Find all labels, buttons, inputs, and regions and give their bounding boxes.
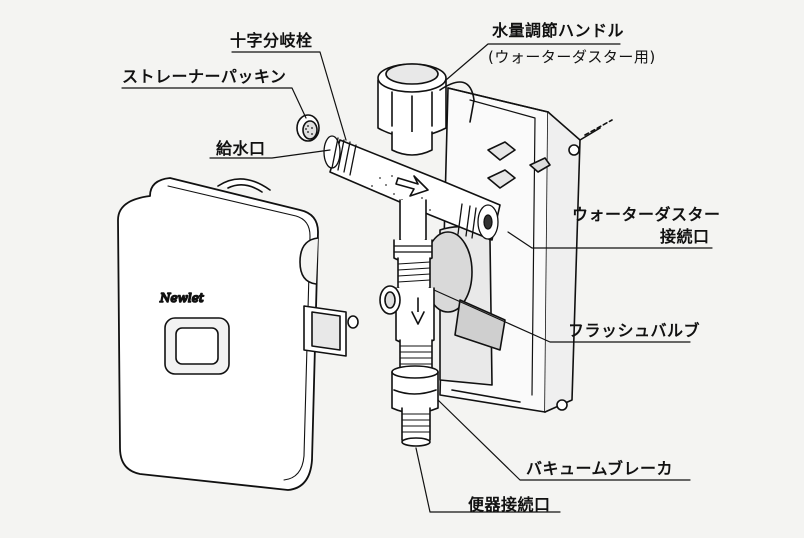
- cross-valve-body: [323, 135, 501, 241]
- brand-logo: Newlet: [159, 291, 204, 305]
- label-vacuum-breaker: バキュームブレーカ: [526, 459, 674, 478]
- front-cover: Newlet: [117, 177, 359, 491]
- vertical-valve-stack: [379, 199, 439, 447]
- label-duster-port-line2: 接続口: [660, 227, 710, 246]
- label-toilet-port: 便器接続口: [468, 495, 551, 514]
- leader-lines: [121, 43, 713, 513]
- volume-handle: [377, 63, 475, 156]
- label-duster-port-line1: ウォーターダスター: [572, 205, 721, 224]
- strainer-packing: [296, 114, 320, 142]
- label-strainer-packing: ストレーナーパッキン: [122, 67, 287, 86]
- label-cross-valve: 十字分岐栓: [230, 31, 313, 50]
- label-volume-handle-sub: (ウォーターダスター用): [488, 48, 656, 66]
- label-flush-valve: フラッシュバルブ: [568, 321, 701, 340]
- label-volume-handle: 水量調節ハンドル: [492, 21, 625, 40]
- mounting-box: [423, 87, 613, 413]
- label-water-inlet: 給水口: [216, 139, 266, 158]
